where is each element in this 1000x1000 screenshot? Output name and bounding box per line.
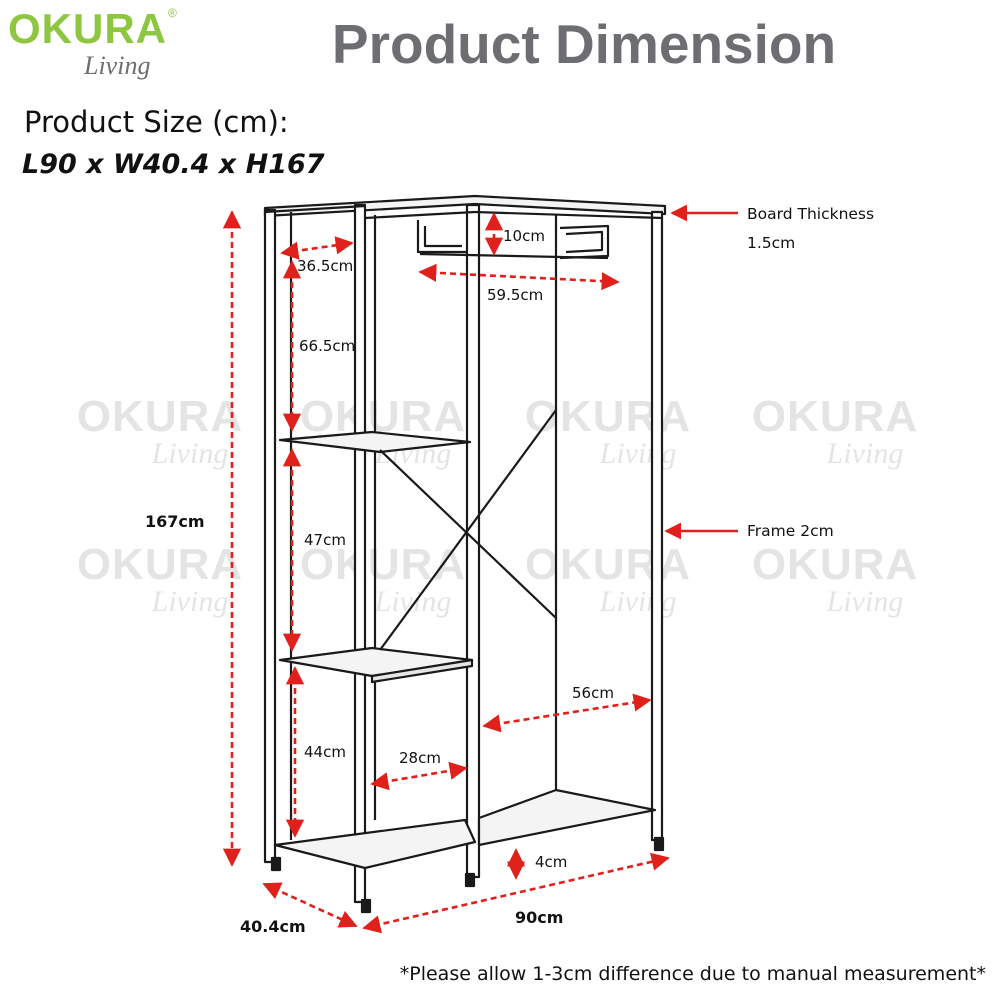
brand-logo-tagline: Living [84,51,151,80]
watermark-tagline: Living [151,437,229,470]
watermark-tagline: Living [599,437,677,470]
note-board-thickness-title: Board Thickness [747,205,875,223]
disclaimer-text: *Please allow 1-3cm difference due to ma… [399,963,986,985]
dim-line-rail-length [418,263,620,291]
watermark-wordmark: OKURA [299,540,467,589]
label-total-height: 167cm [145,512,205,531]
bottom-shelf-right [477,788,657,847]
watermark-tagline: Living [826,437,904,470]
callout-arrows [664,204,738,540]
middle-shelf [278,646,474,678]
post-divider [465,203,481,879]
product-size-value: L90 x W40.4 x H167 [22,149,325,180]
watermark-logo: OKURA Living [745,543,925,617]
product-size-label: Product Size (cm): [24,105,289,139]
dim-line-hanging-width [482,693,652,733]
watermark-wordmark: OKURA [751,540,919,589]
label-hanging-width: 56cm [572,684,614,702]
post-left-inner [353,203,367,904]
label-shelf-depth: 28cm [399,749,441,767]
dim-line-shelf-width [280,236,354,260]
label-rail-drop: 10cm [503,227,545,245]
dimension-lines [222,210,670,934]
watermark-wordmark: OKURA [299,392,467,441]
label-lower-height: 44cm [304,743,346,761]
brand-registered-mark: ® [168,6,177,20]
watermark-tagline: Living [599,585,677,618]
dim-line-total-length [362,852,670,934]
dim-line-total-depth [262,882,358,928]
label-total-length: 90cm [515,908,564,927]
brand-logo-wordmark: OKURA [8,5,167,52]
watermark-logo: OKURA Living [293,543,473,617]
watermark-tagline: Living [826,585,904,618]
rack-frame [263,194,667,914]
watermark-logo: OKURA Living [70,543,250,617]
watermark-tagline: Living [151,585,229,618]
label-foot-height: 4cm [535,853,568,871]
watermark-tagline: Living [374,585,452,618]
bottom-shelf-left [273,818,477,870]
watermark-wordmark: OKURA [76,392,244,441]
watermark-wordmark: OKURA [751,392,919,441]
label-total-depth: 40.4cm [240,917,306,936]
label-upper-height: 66.5cm [299,337,356,355]
dim-line-shelf-depth [370,761,468,791]
watermark-logo: OKURA Living [70,395,250,469]
watermark-logo: OKURA Living [745,395,925,469]
note-board-thickness-value: 1.5cm [747,234,796,252]
post-left-front [263,208,277,864]
label-middle-height: 47cm [304,531,346,549]
page-title: Product Dimension [331,13,837,75]
label-shelf-width: 36.5cm [297,257,354,275]
upper-shelf [278,430,472,454]
note-frame: Frame 2cm [747,522,834,540]
post-right-front [650,210,664,842]
watermark-wordmark: OKURA [76,540,244,589]
label-rail-length: 59.5cm [487,286,544,304]
